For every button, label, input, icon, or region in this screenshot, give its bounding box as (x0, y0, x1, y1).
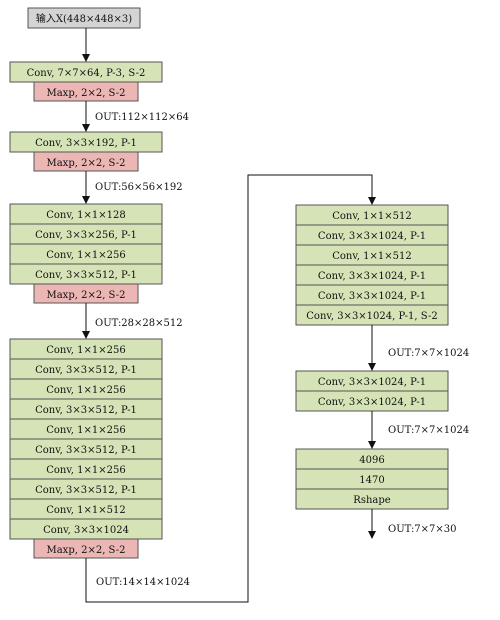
block-3-conv-4: Conv, 3×3×512, P-1 (35, 270, 137, 281)
block-6-output-label: OUT:7×7×1024 (388, 425, 469, 436)
block-2-conv-1: Conv, 3×3×192, P-1 (35, 138, 137, 149)
fc-4096: 4096 (359, 455, 384, 466)
block-4-conv-5: Conv, 1×1×256 (46, 425, 126, 436)
block-1: Conv, 7×7×64, P-3, S-2 Maxp, 2×2, S-2 (9, 61, 163, 102)
block-4-conv-3: Conv, 1×1×256 (46, 385, 126, 396)
block-1-conv-1: Conv, 7×7×64, P-3, S-2 (27, 68, 146, 79)
block-4-conv-6: Conv, 3×3×512, P-1 (35, 445, 137, 456)
connectors (82, 28, 376, 603)
block-3-conv-2: Conv, 3×3×256, P-1 (35, 230, 137, 241)
block-4: Conv, 1×1×256 Conv, 3×3×512, P-1 Conv, 1… (9, 338, 163, 559)
arrow-block4-to-block5 (85, 174, 376, 603)
block-6: Conv, 3×3×1024, P-1 Conv, 3×3×1024, P-1 (295, 370, 449, 412)
block-5-conv-5: Conv, 3×3×1024, P-1 (318, 291, 426, 302)
block-4-conv-10: Conv, 3×3×1024 (43, 525, 129, 536)
block-2-maxpool: Maxp, 2×2, S-2 (46, 158, 125, 169)
final-output-label: OUT:7×7×30 (388, 524, 457, 535)
block-5-output-label: OUT:7×7×1024 (388, 348, 469, 359)
block-4-conv-4: Conv, 3×3×512, P-1 (35, 405, 137, 416)
block-4-conv-8: Conv, 3×3×512, P-1 (35, 485, 137, 496)
block-2-output-label: OUT:56×56×192 (95, 182, 183, 193)
block-4-conv-7: Conv, 1×1×256 (46, 465, 126, 476)
block-4-conv-1: Conv, 1×1×256 (46, 345, 126, 356)
block-3-conv-1: Conv, 1×1×128 (46, 210, 126, 221)
block-2: Conv, 3×3×192, P-1 Maxp, 2×2, S-2 (9, 131, 163, 172)
block-3-output-label: OUT:28×28×512 (95, 318, 183, 329)
block-5: Conv, 1×1×512 Conv, 3×3×1024, P-1 Conv, … (295, 204, 449, 326)
block-1-output-label: OUT:112×112×64 (95, 112, 189, 123)
reshape-layer: Rshape (353, 495, 390, 506)
block-4-conv-2: Conv, 3×3×512, P-1 (35, 365, 137, 376)
block-4-maxpool: Maxp, 2×2, S-2 (46, 545, 125, 556)
block-4-output-label: OUT:14×14×1024 (96, 577, 190, 588)
fc-1470: 1470 (359, 475, 384, 486)
block-5-conv-6: Conv, 3×3×1024, P-1, S-2 (306, 311, 437, 322)
block-6-conv-1: Conv, 3×3×1024, P-1 (318, 377, 426, 388)
block-3-conv-3: Conv, 1×1×256 (46, 250, 126, 261)
block-1-maxpool: Maxp, 2×2, S-2 (46, 88, 125, 99)
block-5-conv-1: Conv, 1×1×512 (332, 211, 412, 222)
block-5-conv-4: Conv, 3×3×1024, P-1 (318, 271, 426, 282)
block-5-conv-3: Conv, 1×1×512 (332, 251, 412, 262)
block-4-conv-9: Conv, 1×1×512 (46, 505, 126, 516)
block-6-conv-2: Conv, 3×3×1024, P-1 (318, 397, 426, 408)
block-5-conv-2: Conv, 3×3×1024, P-1 (318, 231, 426, 242)
block-7: 4096 1470 Rshape (295, 448, 449, 510)
block-3: Conv, 1×1×128 Conv, 3×3×256, P-1 Conv, 1… (9, 203, 163, 304)
input-label: 输入X(448×448×3) (36, 12, 132, 25)
input-node: 输入X(448×448×3) (27, 7, 141, 29)
block-3-maxpool: Maxp, 2×2, S-2 (46, 290, 125, 301)
